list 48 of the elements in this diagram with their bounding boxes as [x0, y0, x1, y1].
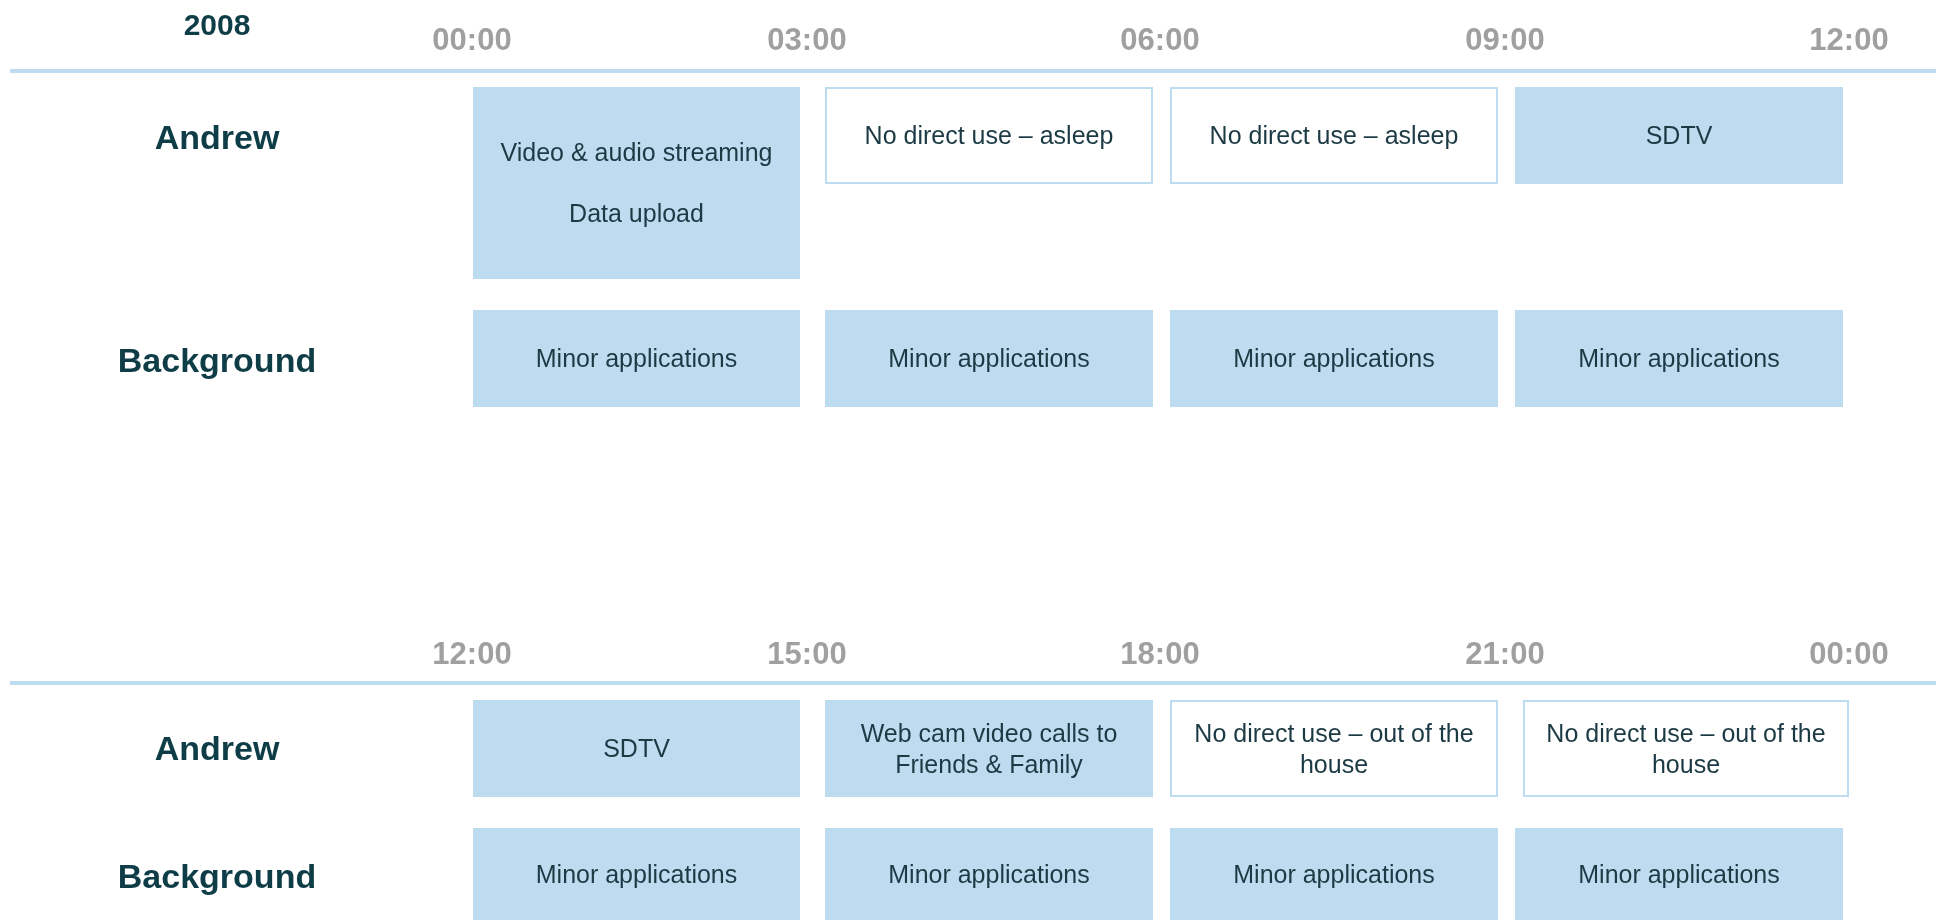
activity-text: No direct use – asleep [1209, 120, 1459, 151]
time-label: 03:00 [767, 22, 847, 58]
activity-box [473, 310, 800, 407]
activity-box [473, 700, 800, 797]
activity-box [473, 828, 800, 920]
activity-text: Minor applications [888, 858, 1090, 890]
activity-box [825, 828, 1153, 920]
row-heading: Andrew [154, 728, 280, 768]
time-label: 00:00 [1809, 636, 1889, 672]
activity-text: Minor applications [888, 343, 1090, 374]
activity-text: Minor applications [1578, 343, 1780, 374]
row-heading: Background [117, 340, 317, 380]
activity-text: Minor applications [535, 858, 738, 890]
row-heading: Andrew [154, 117, 280, 157]
activity-box [1523, 700, 1849, 797]
activity-text: No direct use – out of the house [1545, 717, 1827, 780]
row-heading: Background [117, 856, 317, 896]
activity-box [1170, 87, 1498, 184]
activity-box [1515, 87, 1843, 184]
activity-text: Minor applications [1233, 858, 1435, 890]
activity-box [825, 700, 1153, 797]
time-label: 15:00 [767, 636, 847, 672]
time-label: 00:00 [432, 22, 512, 58]
activity-box [1170, 828, 1498, 920]
time-label: 21:00 [1465, 636, 1545, 672]
activity-text: Video & audio streaming [500, 137, 773, 168]
activity-box [1515, 828, 1843, 920]
activity-box [1170, 310, 1498, 407]
activity-text: Web cam video calls to Friends & Family [859, 717, 1119, 780]
time-label: 12:00 [432, 636, 512, 672]
activity-text: Data upload [569, 198, 704, 229]
activity-text: SDTV [603, 733, 670, 764]
activity-box [473, 87, 800, 279]
activity-text: Minor applications [535, 343, 738, 374]
time-label: 06:00 [1120, 22, 1200, 58]
activity-box [1515, 310, 1843, 407]
activity-text: No direct use – out of the house [1193, 717, 1475, 780]
time-label: 09:00 [1465, 22, 1545, 58]
activity-box [1170, 700, 1498, 797]
activity-text: Minor applications [1578, 858, 1780, 890]
year-label: 2008 [183, 8, 251, 42]
activity-text: Minor applications [1233, 343, 1435, 374]
activity-text: SDTV [1645, 120, 1713, 151]
time-label: 18:00 [1120, 636, 1200, 672]
activity-box [825, 310, 1153, 407]
activity-text: No direct use – asleep [864, 120, 1114, 151]
activity-box [825, 87, 1153, 184]
time-label: 12:00 [1809, 22, 1889, 58]
